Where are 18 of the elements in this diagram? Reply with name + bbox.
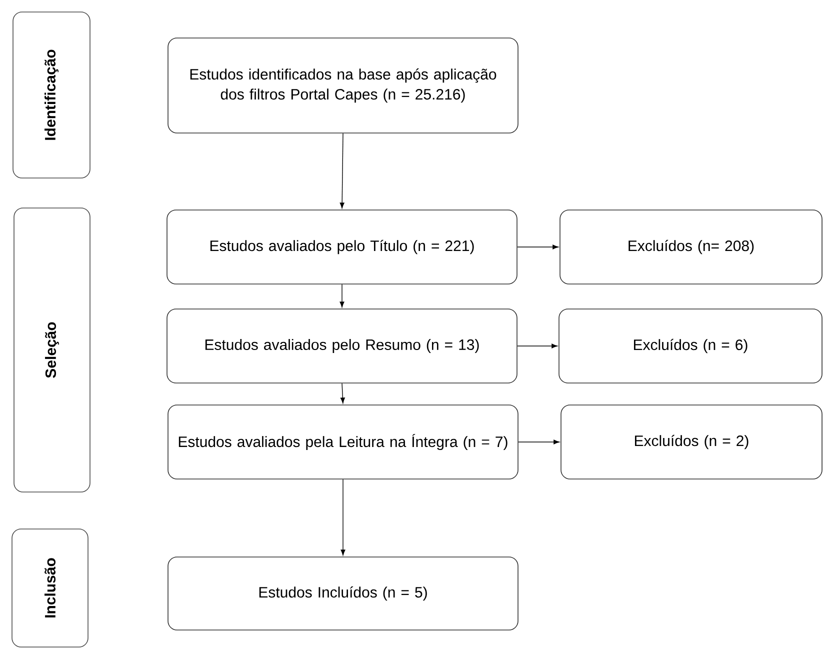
phase-band: Seleção bbox=[14, 208, 90, 492]
process-box: Estudos avaliados pelo Resumo (n = 13) bbox=[166, 308, 518, 384]
arrow bbox=[340, 383, 345, 404]
process-box: Excluídos (n = 6) bbox=[558, 308, 822, 384]
process-box: Estudos Incluídos (n = 5) bbox=[168, 556, 518, 630]
arrow bbox=[340, 133, 344, 208]
process-box: Estudos avaliados pelo Título (n = 221) bbox=[166, 210, 518, 284]
arrow bbox=[518, 440, 560, 444]
process-box: Estudos identificados na base após aplicação dos filtros Portal Capes (n = 25.216) bbox=[168, 38, 518, 134]
phase-band: Inclusão bbox=[12, 528, 88, 648]
arrow bbox=[517, 244, 558, 250]
arrow bbox=[340, 479, 346, 556]
process-box: Excluídos (n= 208) bbox=[560, 210, 822, 284]
phase-band: Identificação bbox=[12, 12, 90, 178]
process-box: Estudos avaliados pela Leitura na Íntegra (n = 7) bbox=[168, 404, 518, 480]
process-box: Excluídos (n = 2) bbox=[560, 404, 822, 480]
arrow bbox=[340, 284, 344, 308]
arrow bbox=[517, 344, 558, 348]
